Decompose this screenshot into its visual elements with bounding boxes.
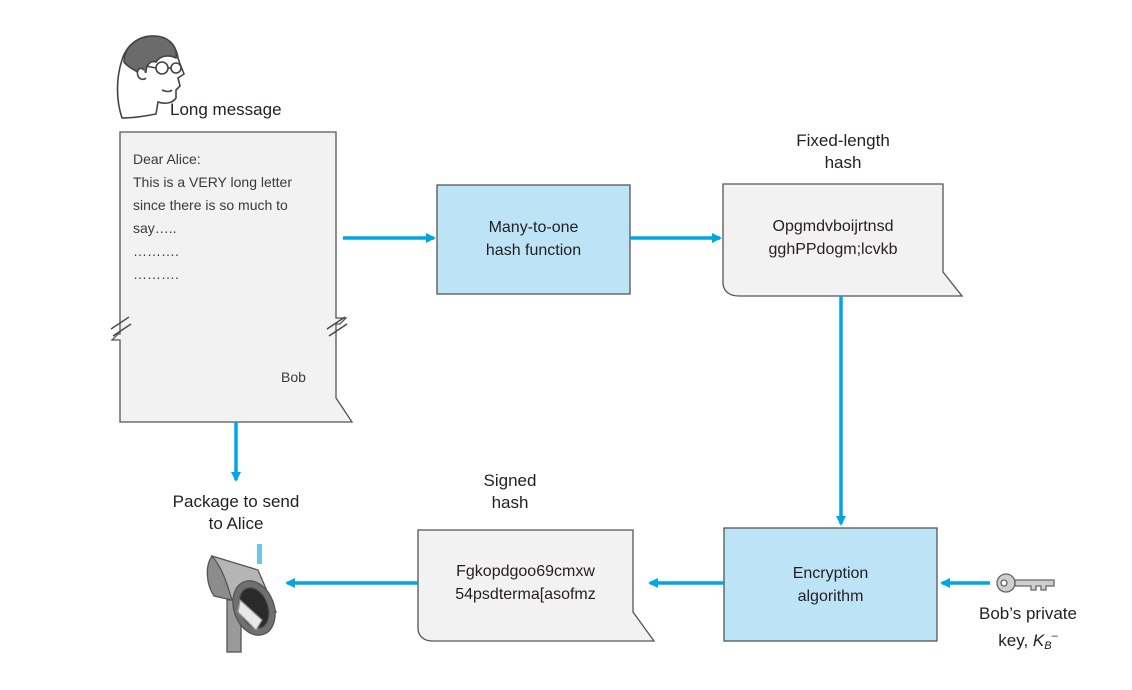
private-key-symbol: K [1032, 631, 1045, 650]
hash-function-box [436, 184, 631, 295]
private-key-prefix: key, [998, 631, 1033, 650]
private-key-label-2: key, KB– [960, 625, 1096, 657]
fixed-hash-document [722, 183, 964, 297]
encryption-line-2: algorithm [797, 588, 864, 605]
letter-line-1: Dear Alice: [133, 151, 201, 167]
mailbox-icon [206, 544, 278, 653]
fixed-hash-line-1: Opgmdvboijrtnsd [772, 218, 894, 235]
message-break-marks [110, 316, 348, 337]
bob-avatar-icon [116, 35, 185, 119]
letter-line-5: ………. [133, 243, 179, 259]
letter-signature: Bob [281, 369, 306, 385]
hash-function-line-2: hash function [485, 242, 582, 259]
signed-hash-document [417, 529, 656, 642]
signed-hash-caption-1: Signed [483, 471, 537, 490]
signed-hash-caption-2: hash [491, 493, 529, 512]
encryption-line-1: Encryption [792, 565, 869, 582]
letter-line-3: since there is so much to [133, 197, 288, 213]
letter-line-6: ………. [133, 266, 179, 282]
hash-function-line-1: Many-to-one [488, 219, 579, 236]
private-key-label-1: Bob’s private [979, 604, 1077, 623]
key-icon [996, 573, 1055, 593]
flow-arrows [231, 233, 990, 588]
private-key-superscript: – [1051, 630, 1058, 642]
long-message-label: Long message [170, 100, 282, 119]
fixed-hash-caption-2: hash [824, 153, 862, 172]
signed-hash-line-2: 54psdterma[asofmz [455, 586, 596, 603]
letter-line-4: say….. [133, 220, 177, 236]
signed-hash-line-1: Fgkopdgoo69cmxw [456, 563, 595, 580]
encryption-box [723, 527, 938, 642]
package-label-1: Package to send [172, 492, 300, 511]
package-label-2: to Alice [208, 514, 264, 533]
message-document [110, 131, 354, 423]
fixed-hash-caption-1: Fixed-length [796, 131, 890, 150]
fixed-hash-line-2: gghPPdogm;lcvkb [768, 241, 898, 258]
letter-line-2: This is a VERY long letter [133, 174, 293, 190]
private-key-subscript: B [1044, 640, 1052, 652]
